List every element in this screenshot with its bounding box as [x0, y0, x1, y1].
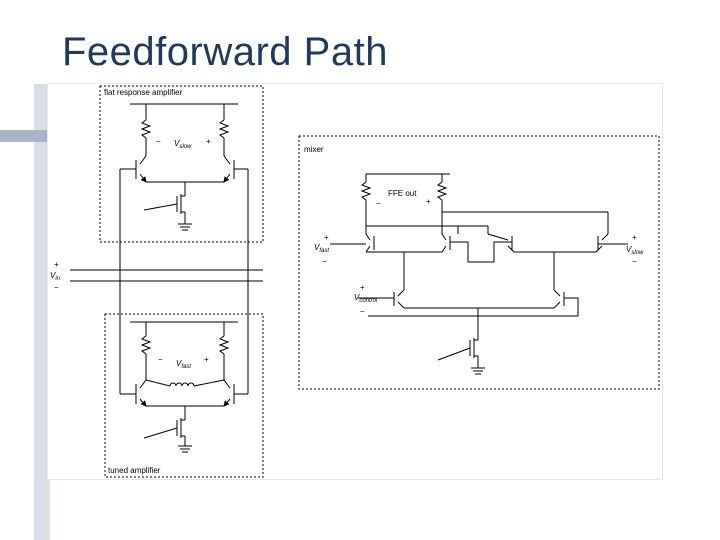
ffe-out-label: FFE out	[388, 189, 417, 198]
flat-minus-sign: −	[156, 137, 161, 146]
accent-bar-top	[34, 84, 50, 130]
tuned-plus-sign: +	[204, 355, 209, 364]
accent-bar-mid	[0, 130, 50, 142]
ffe-plus-sign: +	[426, 197, 431, 206]
flat-amp-label: flat response amplifier	[104, 88, 183, 97]
vin-label: Vin	[50, 271, 61, 282]
flat-amp-box	[99, 85, 264, 243]
mixer-box	[298, 135, 660, 390]
mixer-label: mixer	[304, 145, 324, 154]
mixer-vslow-minus: −	[632, 257, 637, 266]
tuned-minus-sign: −	[158, 355, 163, 364]
vin-minus-sign: −	[54, 283, 59, 292]
ffe-minus-sign: −	[376, 199, 381, 208]
tuned-amp-box	[104, 313, 264, 478]
tuned-v-fast-label: Vfast	[176, 359, 191, 370]
vcontrol-label: Vcontrol	[354, 293, 378, 304]
vcontrol-plus: +	[360, 283, 365, 292]
mixer-vfast-minus: −	[322, 257, 327, 266]
mixer-vfast-label: Vfast	[314, 243, 329, 254]
accent-bar-bottom	[34, 142, 50, 540]
circuit-svg: flat response amplifier tuned amplifier …	[50, 85, 660, 478]
slide-title: Feedforward Path	[62, 30, 388, 74]
mixer-vslow-label: Vslow	[626, 245, 644, 256]
tuned-amp-label: tuned amplifier	[108, 466, 161, 475]
mixer-vslow-plus: +	[632, 233, 637, 242]
mixer-vfast-plus: +	[324, 233, 329, 242]
flat-plus-sign: +	[206, 137, 211, 146]
vcontrol-minus: −	[360, 307, 365, 316]
circuit-diagram: flat response amplifier tuned amplifier …	[48, 84, 662, 479]
flat-v-slow-label: Vslow	[174, 139, 192, 150]
vin-plus-sign: +	[54, 260, 59, 269]
